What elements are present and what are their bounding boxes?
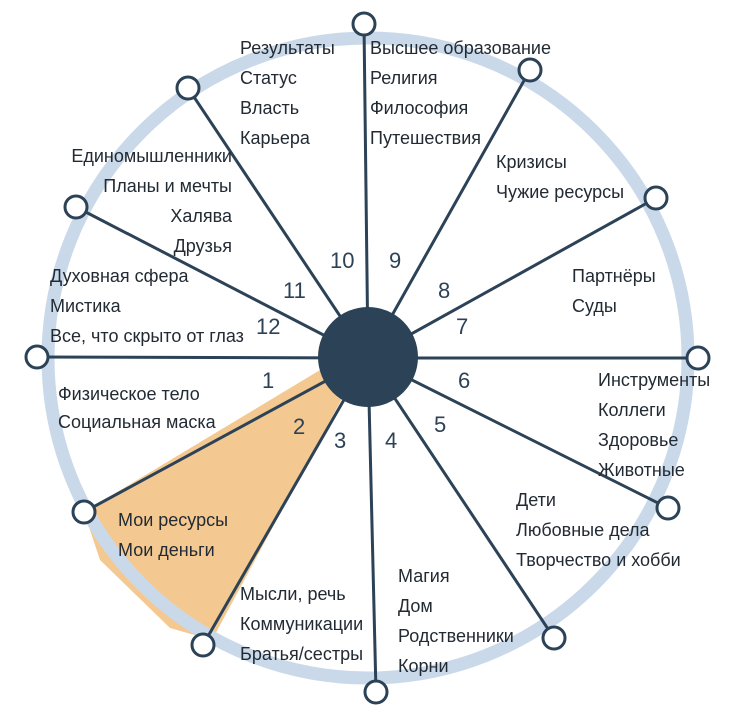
house-10-line-4: Карьера <box>240 128 311 148</box>
house-12-line-1: Духовная сфера <box>50 266 189 286</box>
ring-node-9 <box>517 57 543 83</box>
house-3-line-2: Коммуникации <box>240 614 363 634</box>
house-10-line-2: Статус <box>240 68 297 88</box>
house-6-line-4: Животные <box>598 460 685 480</box>
ring-node-3 <box>190 632 216 658</box>
ring-node-2 <box>71 499 97 525</box>
house-2-line-1: Мои ресурсы <box>118 510 228 530</box>
house-4-line-4: Корни <box>398 656 449 676</box>
house-number-6: 6 <box>458 368 470 393</box>
house-9-line-2: Религия <box>370 68 438 88</box>
house-number-8: 8 <box>438 278 450 303</box>
house-number-3: 3 <box>334 428 346 453</box>
ring-node-6 <box>655 495 681 521</box>
spoke-6 <box>367 356 669 510</box>
house-number-7: 7 <box>456 314 468 339</box>
house-12-line-3: Все, что скрыто от глаз <box>50 326 244 346</box>
ring-node-10 <box>351 11 377 37</box>
ring-node-7 <box>685 345 711 371</box>
house-1-line-1: Физическое тело <box>58 384 200 404</box>
house-6-line-1: Инструменты <box>598 370 710 390</box>
house-8-line-1: Кризисы <box>496 152 567 172</box>
house-number-4: 4 <box>385 428 397 453</box>
ring-node-4 <box>363 679 389 705</box>
spoke-12 <box>75 205 369 360</box>
house-8-line-2: Чужие ресурсы <box>496 182 624 202</box>
house-number-9: 9 <box>389 248 401 273</box>
spoke-1 <box>36 355 369 360</box>
house-10-line-3: Власть <box>240 98 299 118</box>
center-hub <box>318 307 418 407</box>
house-number-12: 12 <box>256 314 280 339</box>
ring-nodes <box>24 11 711 705</box>
house-3-line-1: Мысли, речь <box>240 584 346 604</box>
spoke-2 <box>83 356 369 514</box>
house-3-line-3: Братья/сестры <box>240 644 363 664</box>
spoke-5 <box>366 357 556 639</box>
house-10-line-1: Результаты <box>240 38 335 58</box>
house-2-line-2: Мои деньги <box>118 540 215 560</box>
house-6-line-2: Коллеги <box>598 400 666 420</box>
ring-node-5 <box>541 625 567 651</box>
spoke-9 <box>366 69 532 359</box>
house-4-line-1: Магия <box>398 566 450 586</box>
spoke-4 <box>366 357 378 693</box>
house-6-line-3: Здоровье <box>598 430 678 450</box>
house-4-line-3: Родственники <box>398 626 514 646</box>
house-7-line-1: Партнёры <box>572 266 656 286</box>
house-5-line-1: Дети <box>516 490 556 510</box>
ring-node-11 <box>175 75 201 101</box>
house-number-1: 1 <box>262 368 274 393</box>
house-2-highlight <box>84 364 352 640</box>
house-9-line-3: Философия <box>370 98 468 118</box>
house-1-line-2: Социальная маска <box>58 412 217 432</box>
house-number-11: 11 <box>283 278 306 303</box>
house-number-2: 2 <box>293 414 305 439</box>
house-number-10: 10 <box>330 248 354 273</box>
house-11-line-3: Халява <box>170 206 233 226</box>
house-7-line-2: Суды <box>572 296 617 316</box>
house-9-line-1: Высшее образование <box>370 38 551 58</box>
house-12-line-2: Мистика <box>50 296 122 316</box>
house-11-line-4: Друзья <box>174 236 232 256</box>
ring-node-1 <box>24 344 50 370</box>
spoke-11 <box>186 87 370 359</box>
house-11-line-2: Планы и мечты <box>103 176 232 196</box>
ring-node-8 <box>643 185 669 211</box>
house-number-5: 5 <box>434 412 446 437</box>
house-11-line-1: Единомышленники <box>71 146 232 166</box>
spoke-3 <box>201 357 370 646</box>
house-9-line-4: Путешествия <box>370 128 481 148</box>
house-4-line-2: Дом <box>398 596 433 616</box>
house-5-line-3: Творчество и хобби <box>516 550 681 570</box>
spoke-8 <box>367 196 657 360</box>
spokes <box>36 23 698 693</box>
spoke-10 <box>362 23 370 359</box>
ring-node-12 <box>63 194 89 220</box>
house-5-line-2: Любовные дела <box>516 520 651 540</box>
